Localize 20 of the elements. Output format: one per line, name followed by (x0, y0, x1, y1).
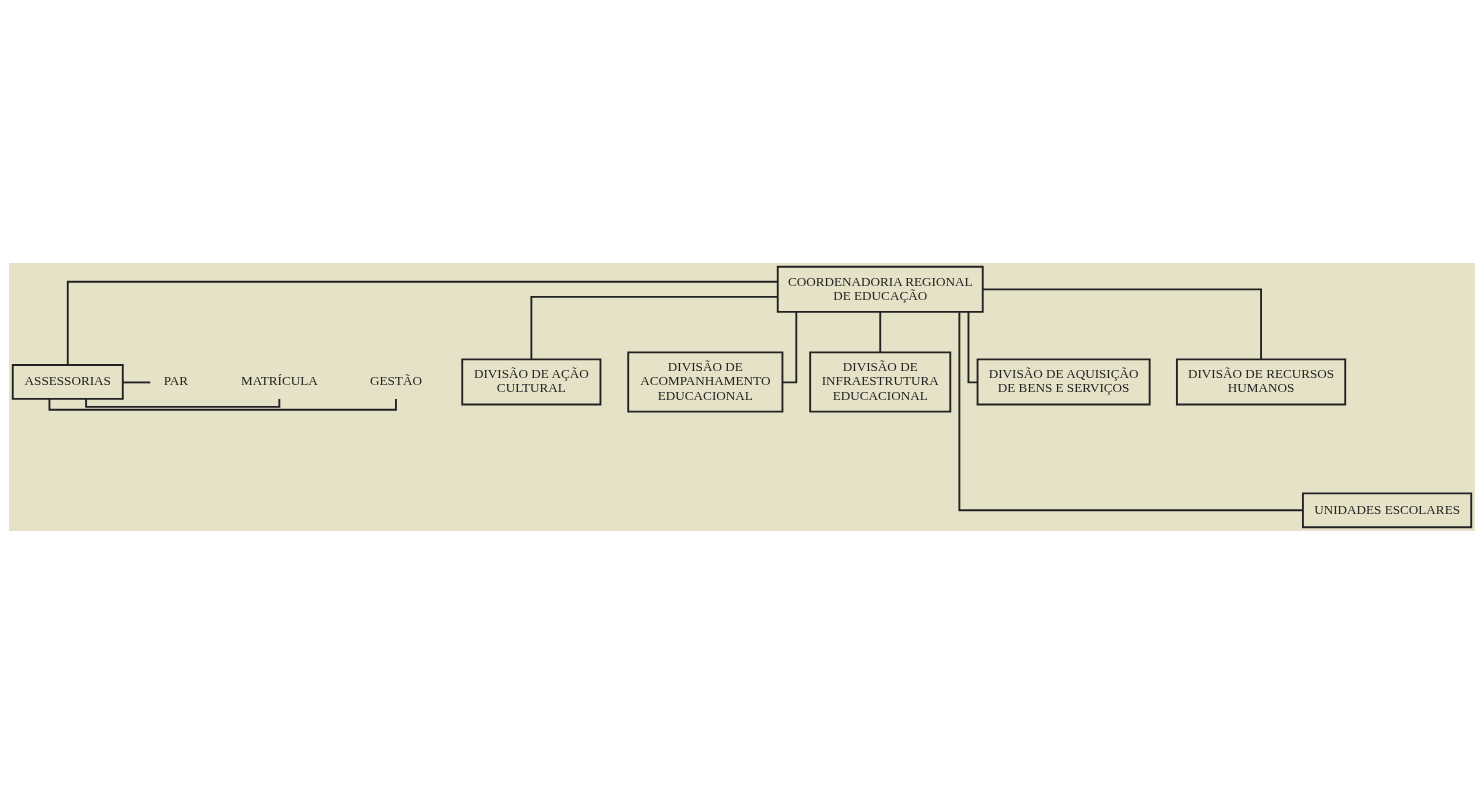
node-text: GESTÃO (370, 373, 422, 389)
node-box: DIVISÃO DE RECURSOS HUMANOS (1175, 358, 1347, 406)
node-text: MATRÍCULA (240, 373, 318, 389)
connector (85, 398, 281, 408)
node-box: DIVISÃO DE AQUISIÇÃO DE BENS E SERVIÇOS (976, 358, 1151, 406)
node-box: COORDENADORIA REGIONAL DE EDUCAÇÃO (776, 265, 984, 313)
connector (781, 311, 798, 384)
node-box: DIVISÃO DE AÇÃO CULTURAL (461, 358, 602, 406)
connector (967, 311, 979, 384)
node-box: UNIDADES ESCOLARES (1302, 492, 1473, 529)
connector (66, 280, 779, 366)
connector (121, 381, 152, 384)
node-text: PAR (163, 373, 189, 389)
connector (530, 295, 779, 361)
connector (958, 311, 1304, 512)
node-box: DIVISÃO DE INFRAESTRUTURA EDUCACIONAL (809, 351, 952, 413)
node-box: ASSESSORIAS (11, 364, 124, 400)
node-box: DIVISÃO DE ACOMPANHAMENTO EDUCACIONAL (627, 351, 784, 413)
connector (981, 288, 1262, 361)
connector (879, 311, 882, 354)
